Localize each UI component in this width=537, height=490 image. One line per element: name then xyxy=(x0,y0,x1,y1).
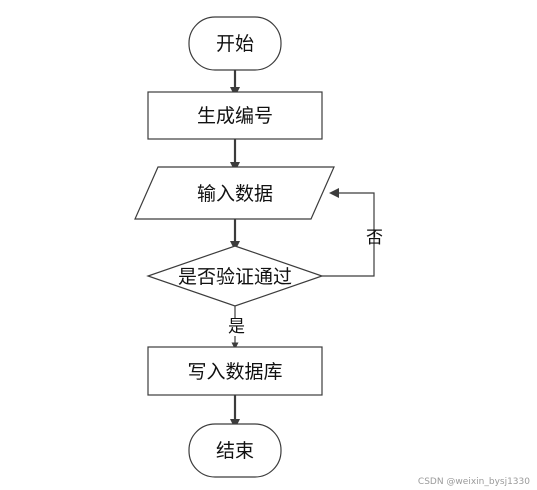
end-node-shape xyxy=(188,423,282,478)
input-data-node-shape xyxy=(134,166,335,220)
write-db-node-label: 写入数据库 xyxy=(187,361,282,383)
end-node-label: 结束 xyxy=(216,440,254,462)
input-data-node-label: 输入数据 xyxy=(197,183,273,205)
edge-no-loop xyxy=(322,188,375,277)
watermark-text: CSDN @weixin_bysj1330 xyxy=(418,477,530,487)
generate-id-node: 生成编号 xyxy=(147,91,323,140)
start-node-label: 开始 xyxy=(216,33,254,55)
start-node: 开始 xyxy=(188,16,282,71)
input-data-node: 输入数据 xyxy=(134,166,335,220)
edge-no-label: 否 xyxy=(366,228,383,248)
generate-id-node-label: 生成编号 xyxy=(197,105,273,127)
verify-decision-node-label: 是否验证通过 xyxy=(178,266,292,288)
verify-decision-node: 是否验证通过 xyxy=(146,245,324,307)
end-node: 结束 xyxy=(188,423,282,478)
edge-yes-label: 是 xyxy=(228,317,245,337)
generate-id-node-shape xyxy=(147,91,323,140)
write-db-node: 写入数据库 xyxy=(147,346,323,396)
